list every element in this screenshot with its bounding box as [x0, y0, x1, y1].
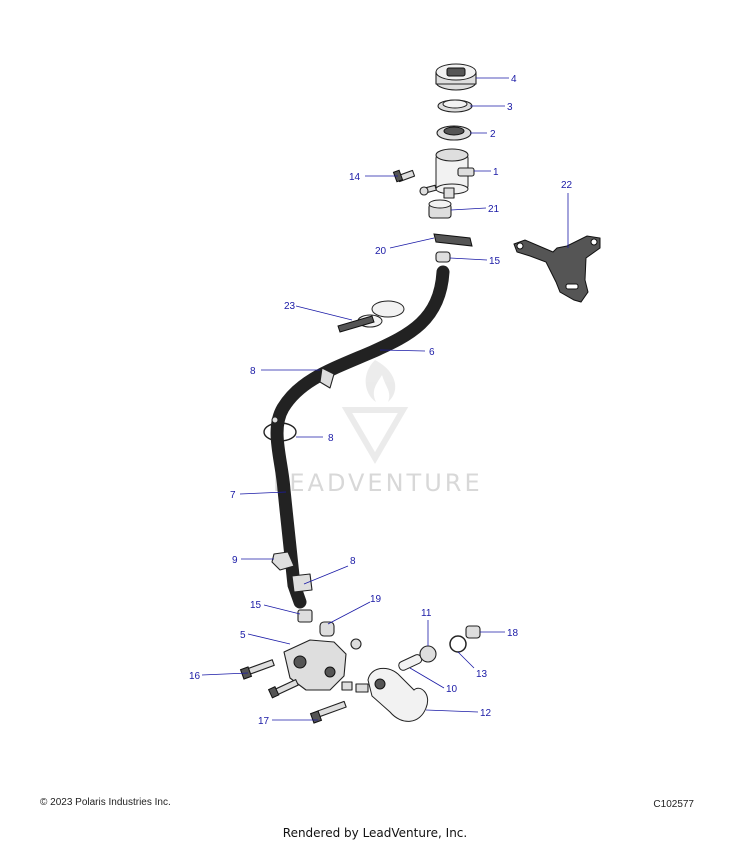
callout-8-middle[interactable]: 8: [328, 433, 334, 444]
brake-fluid-reservoir: [435, 148, 475, 199]
callout-19[interactable]: 19: [370, 594, 382, 605]
callout-14[interactable]: 14: [349, 172, 361, 183]
pushrod-10: [398, 654, 423, 671]
callout-7[interactable]: 7: [230, 490, 236, 501]
hose-clamp-15-top: [435, 251, 451, 263]
callout-23[interactable]: 23: [284, 301, 296, 312]
fitting-19: [319, 621, 335, 637]
watermark-logo: [341, 360, 409, 464]
brake-pedal-arm: [355, 667, 428, 722]
callout-18[interactable]: 18: [507, 628, 519, 639]
callout-11[interactable]: 11: [421, 608, 432, 619]
callout-4[interactable]: 4: [511, 74, 517, 85]
callout-8-lower[interactable]: 8: [350, 556, 356, 567]
rendered-by-footer: Rendered by LeadVenture, Inc.: [282, 826, 468, 840]
hose-clip-8-middle: [263, 416, 297, 442]
reservoir-diaphragm: [437, 99, 473, 113]
callout-10[interactable]: 10: [446, 684, 458, 695]
reservoir-cap: [435, 63, 477, 91]
callout-9[interactable]: 9: [232, 555, 238, 566]
callout-17[interactable]: 17: [258, 716, 270, 727]
callout-5[interactable]: 5: [240, 630, 246, 641]
retaining-ring-13: [449, 635, 467, 653]
callouts: 4 3 2 1 14 21 20 15 22 23 6 8 8 7 9 8 15…: [189, 74, 573, 727]
reservoir-bracket: [513, 235, 601, 303]
leader-lines: [201, 77, 569, 721]
hose-clip-20: [433, 233, 473, 247]
callout-13[interactable]: 13: [476, 669, 488, 680]
copyright-text: © 2023 Polaris Industries Inc.: [40, 797, 171, 808]
hose-clamp-15-lower: [297, 609, 313, 623]
bolt-16: [239, 659, 275, 680]
master-cylinder-ring: [350, 638, 362, 650]
reservoir-bolt: [419, 184, 437, 196]
callout-3[interactable]: 3: [507, 102, 513, 113]
callout-2[interactable]: 2: [490, 129, 496, 140]
brake-hose: [270, 265, 450, 609]
hose-clamp-23: [337, 300, 405, 333]
fitting-18: [465, 625, 481, 639]
reservoir-seal-ring: [436, 125, 472, 141]
master-cylinder: [283, 639, 353, 691]
boot-11: [419, 645, 437, 663]
callout-20[interactable]: 20: [375, 246, 387, 257]
callout-15-top[interactable]: 15: [489, 256, 501, 267]
bolt-master-cylinder: [267, 679, 299, 699]
hose-clip-8-upper: [319, 367, 335, 389]
watermark-text: LEADVENTURE: [273, 469, 483, 497]
callout-1[interactable]: 1: [493, 167, 499, 178]
callout-12[interactable]: 12: [480, 708, 492, 719]
diagram-code: C102577: [653, 799, 694, 810]
callout-8-upper[interactable]: 8: [250, 366, 256, 377]
hose-clip-9: [271, 551, 295, 571]
callout-21[interactable]: 21: [488, 204, 500, 215]
callout-6[interactable]: 6: [429, 347, 435, 358]
callout-16[interactable]: 16: [189, 671, 201, 682]
callout-22[interactable]: 22: [561, 180, 573, 191]
hose-clip-8-lower: [291, 573, 313, 593]
callout-15-lower[interactable]: 15: [250, 600, 262, 611]
reservoir-grommet: [428, 199, 452, 219]
